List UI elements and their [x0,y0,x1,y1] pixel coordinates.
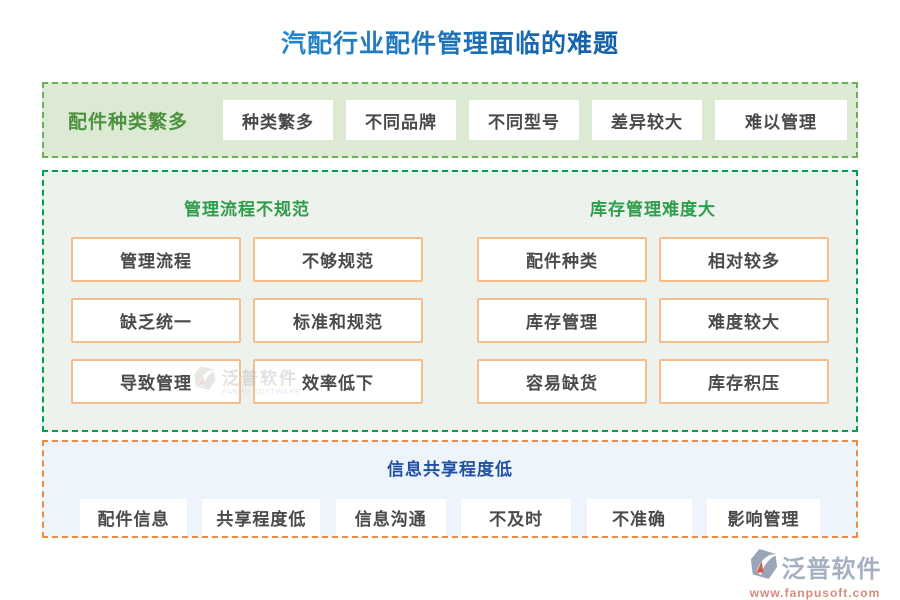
inventory-item: 容易缺货 [477,359,647,404]
variety-item: 差异较大 [592,100,702,140]
footer-brand: 泛普软件 [781,556,882,583]
inventory-item: 库存管理 [477,298,647,343]
process-item: 标准和规范 [253,298,423,343]
inventory-item: 相对较多 [659,237,829,282]
process-grid: 管理流程 不够规范 缺乏统一 标准和规范 导致管理 效率低下 [71,237,423,404]
page-title: 汽配行业配件管理面临的难题 [0,24,900,60]
group-process: 管理流程不规范 管理流程 不够规范 缺乏统一 标准和规范 导致管理 效率低下 [44,172,450,430]
variety-item: 难以管理 [715,100,847,140]
section-sharing: 信息共享程度低 配件信息 共享程度低 信息沟通 不及时 不准确 影响管理 [42,440,858,538]
section-middle: 管理流程不规范 管理流程 不够规范 缺乏统一 标准和规范 导致管理 效率低下 库… [42,170,858,432]
sharing-item: 不及时 [461,499,572,536]
variety-label: 配件种类繁多 [68,111,189,133]
sharing-item: 信息沟通 [335,499,446,536]
process-item: 效率低下 [253,359,423,404]
inventory-heading: 库存管理难度大 [590,200,716,219]
sharing-item: 不准确 [586,499,692,536]
sharing-item: 影响管理 [706,499,820,536]
footer-logo: 泛普软件 www.fanpusoft.com [744,548,886,600]
variety-item: 不同型号 [469,100,579,140]
process-item: 导致管理 [71,359,241,404]
sharing-heading: 信息共享程度低 [387,460,513,479]
sharing-row: 配件信息 共享程度低 信息沟通 不及时 不准确 影响管理 [44,499,856,536]
variety-item: 种类繁多 [223,100,333,140]
inventory-item: 库存积压 [659,359,829,404]
process-item: 缺乏统一 [71,298,241,343]
group-inventory: 库存管理难度大 配件种类 相对较多 库存管理 难度较大 容易缺货 库存积压 [450,172,856,430]
process-item: 管理流程 [71,237,241,282]
fanpu-logo-icon [749,548,779,585]
sharing-item: 共享程度低 [202,499,321,536]
footer-url: www.fanpusoft.com [749,586,881,600]
sharing-item: 配件信息 [80,499,187,536]
inventory-item: 难度较大 [659,298,829,343]
variety-item: 不同品牌 [346,100,456,140]
process-item: 不够规范 [253,237,423,282]
process-heading: 管理流程不规范 [184,200,310,219]
inventory-grid: 配件种类 相对较多 库存管理 难度较大 容易缺货 库存积压 [477,237,829,404]
inventory-item: 配件种类 [477,237,647,282]
section-variety: 配件种类繁多 种类繁多 不同品牌 不同型号 差异较大 难以管理 [42,82,858,158]
